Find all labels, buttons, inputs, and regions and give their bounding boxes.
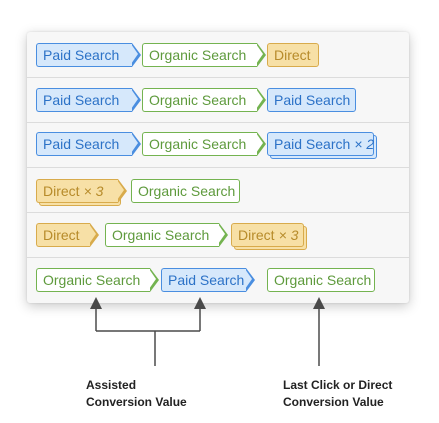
chip-label: Organic Search: [138, 183, 236, 199]
caption-line: Conversion Value: [283, 395, 384, 409]
chip-label: Direct: [43, 227, 80, 243]
channel-chip-direct: Direct: [267, 43, 319, 67]
chip-label: Organic Search: [149, 136, 247, 152]
channel-chip-organic-search: Organic Search: [36, 267, 159, 292]
chip-label: Organic Search: [149, 47, 247, 63]
channel-chip-paid-search: Paid Search: [36, 87, 141, 112]
channel-chip-organic-search: Organic Search: [131, 179, 240, 203]
channel-chip-direct-repeated: Direct× 3: [231, 223, 304, 247]
channel-chip-organic-search: Organic Search: [105, 222, 228, 247]
channel-chip-paid-search: Paid Search: [161, 267, 255, 292]
caption-line: Assisted: [86, 378, 137, 392]
channel-chip-organic-search: Organic Search: [142, 87, 266, 112]
conversion-paths-panel: Paid Search Organic Search Direct Paid S…: [27, 32, 409, 303]
chip-label: Paid Search: [274, 92, 351, 108]
chip-label: Paid Search: [274, 136, 351, 152]
path-row: Paid Search Organic Search Paid Search: [27, 77, 409, 123]
chip-label: Paid Search: [43, 92, 120, 108]
channel-chip-direct: Direct: [36, 222, 99, 247]
channel-chip-organic-search: Organic Search: [142, 131, 266, 156]
path-row: Paid Search Organic Search Direct: [27, 32, 409, 77]
path-row: Organic Search Paid Search Organic Searc…: [27, 257, 409, 303]
caption-line: Conversion Value: [86, 395, 187, 409]
chip-label: Organic Search: [274, 272, 372, 288]
caption-line: Last Click or Direct: [283, 378, 393, 392]
assisted-caption: Assisted Conversion Value: [86, 377, 187, 411]
chip-label: Direct: [274, 47, 311, 63]
chip-label: Direct: [43, 183, 80, 199]
repeat-count: × 3: [83, 183, 104, 199]
path-row: Direct Organic Search Direct× 3: [27, 212, 409, 258]
last-click-caption: Last Click or Direct Conversion Value: [283, 377, 392, 411]
chip-label: Paid Search: [43, 47, 120, 63]
channel-chip-paid-search: Paid Search: [36, 131, 141, 156]
channel-chip-organic-search: Organic Search: [267, 268, 375, 292]
chip-label: Organic Search: [43, 272, 141, 288]
channel-chip-paid-search: Paid Search: [267, 88, 356, 112]
chip-label: Paid Search: [43, 136, 120, 152]
channel-chip-paid-search: Paid Search: [36, 42, 141, 67]
path-row: Paid Search Organic Search Paid Search× …: [27, 122, 409, 168]
repeat-count: × 2: [354, 136, 375, 152]
channel-chip-direct-repeated: Direct× 3: [36, 178, 127, 203]
repeat-count: × 3: [278, 227, 299, 243]
channel-chip-paid-search-repeated: Paid Search× 2: [267, 132, 374, 156]
chip-label: Direct: [238, 227, 275, 243]
path-row: Direct× 3 Organic Search: [27, 167, 409, 213]
channel-chip-organic-search: Organic Search: [142, 42, 266, 67]
chip-label: Paid Search: [168, 272, 245, 288]
chip-label: Organic Search: [112, 227, 210, 243]
chip-label: Organic Search: [149, 92, 247, 108]
